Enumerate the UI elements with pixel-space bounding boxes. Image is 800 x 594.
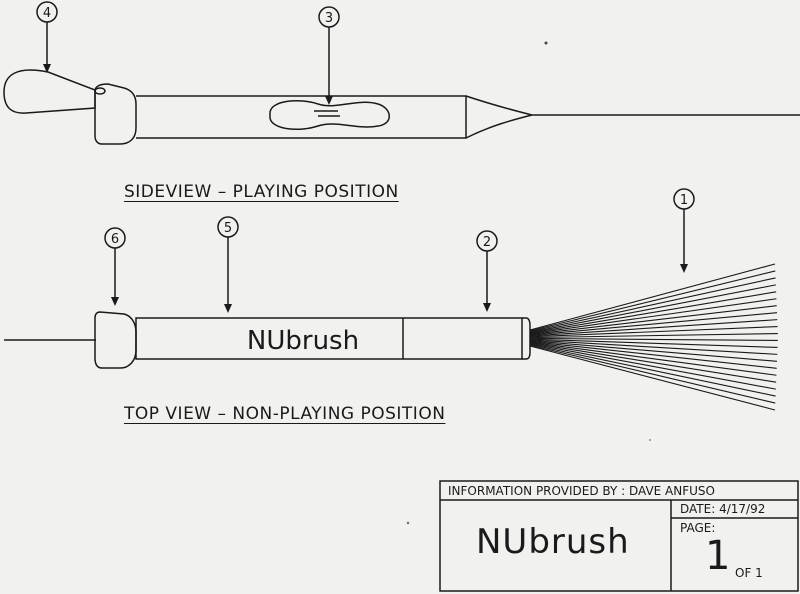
side-view-caption: SIDEVIEW – PLAYING POSITION [124, 182, 399, 202]
product-name: NUbrush [476, 522, 630, 562]
brush-wire [529, 338, 778, 348]
top-view-caption: TOP VIEW – NON-PLAYING POSITION [124, 404, 446, 424]
paper-speck [649, 439, 651, 441]
brush-wire [529, 305, 777, 336]
side-end-cap [3, 69, 96, 114]
page-label: PAGE: [680, 521, 716, 535]
callout-4-arrowhead [43, 64, 51, 73]
paper-speck [544, 41, 548, 45]
callout-3: 3 [318, 6, 340, 105]
top-handle-tube [135, 317, 523, 360]
callout-5-arrowhead [224, 304, 232, 313]
callout-5-number: 5 [224, 221, 232, 236]
info-value: DAVE ANFUSO [628, 484, 715, 498]
paper-speck [406, 521, 410, 525]
side-view [3, 69, 800, 145]
info-provided-label: INFORMATION PROVIDED BY : DAVE ANFUSO [448, 484, 715, 498]
callout-2: 2 [476, 230, 498, 312]
page-of: OF 1 [735, 566, 763, 580]
brush-wire [529, 326, 778, 338]
top-handle-label: NUbrush [247, 326, 359, 356]
side-tapered-tip [465, 95, 533, 139]
brush-wire [529, 344, 776, 404]
brush-wire [529, 343, 776, 390]
callout-2-arrowhead [483, 303, 491, 312]
brush-wire [529, 337, 778, 342]
callout-5: 5 [217, 216, 239, 313]
date-value: 4/17/92 [719, 502, 766, 516]
brush-wire [529, 345, 776, 411]
side-grip-collar [94, 83, 137, 145]
brush-wire [529, 277, 776, 333]
brush-wire [529, 339, 778, 355]
brush-wire [529, 284, 776, 333]
brush-wire [529, 312, 778, 336]
title-block-border [439, 480, 799, 592]
callout-2-number: 2 [483, 235, 491, 250]
callout-3-arrowhead [325, 96, 333, 105]
brush-wire [529, 263, 776, 331]
brush-wire [529, 270, 776, 332]
callout-6: 6 [104, 227, 126, 306]
side-collar-pin [94, 87, 106, 95]
date-field: DATE: 4/17/92 [680, 502, 765, 516]
top-view [4, 263, 778, 411]
info-label: INFORMATION PROVIDED BY : [448, 484, 626, 498]
brush-wire [529, 342, 777, 383]
brush-fan [529, 263, 778, 411]
side-handle-tube [136, 95, 467, 139]
brush-wire [529, 332, 778, 339]
brush-wire [529, 343, 776, 397]
page-number: 1 [705, 533, 731, 579]
callout-1-number: 1 [680, 193, 688, 208]
callout-1-arrowhead [680, 264, 688, 273]
brush-wire [529, 298, 777, 335]
top-end-collar [94, 311, 137, 369]
brush-wire [529, 291, 777, 334]
callout-6-arrowhead [111, 297, 119, 306]
title-block [439, 480, 799, 592]
date-label: DATE: [680, 502, 716, 516]
top-tip-cap [522, 317, 531, 360]
callout-4: 4 [36, 1, 58, 73]
callout-6-number: 6 [111, 232, 119, 247]
brush-wire [529, 341, 777, 376]
brush-wire [529, 319, 778, 337]
brush-wire [529, 340, 777, 369]
callout-1: 1 [673, 188, 695, 273]
callout-4-number: 4 [43, 6, 51, 21]
side-slot-window [269, 99, 390, 131]
callout-3-number: 3 [325, 11, 333, 26]
brush-wire [529, 340, 778, 362]
